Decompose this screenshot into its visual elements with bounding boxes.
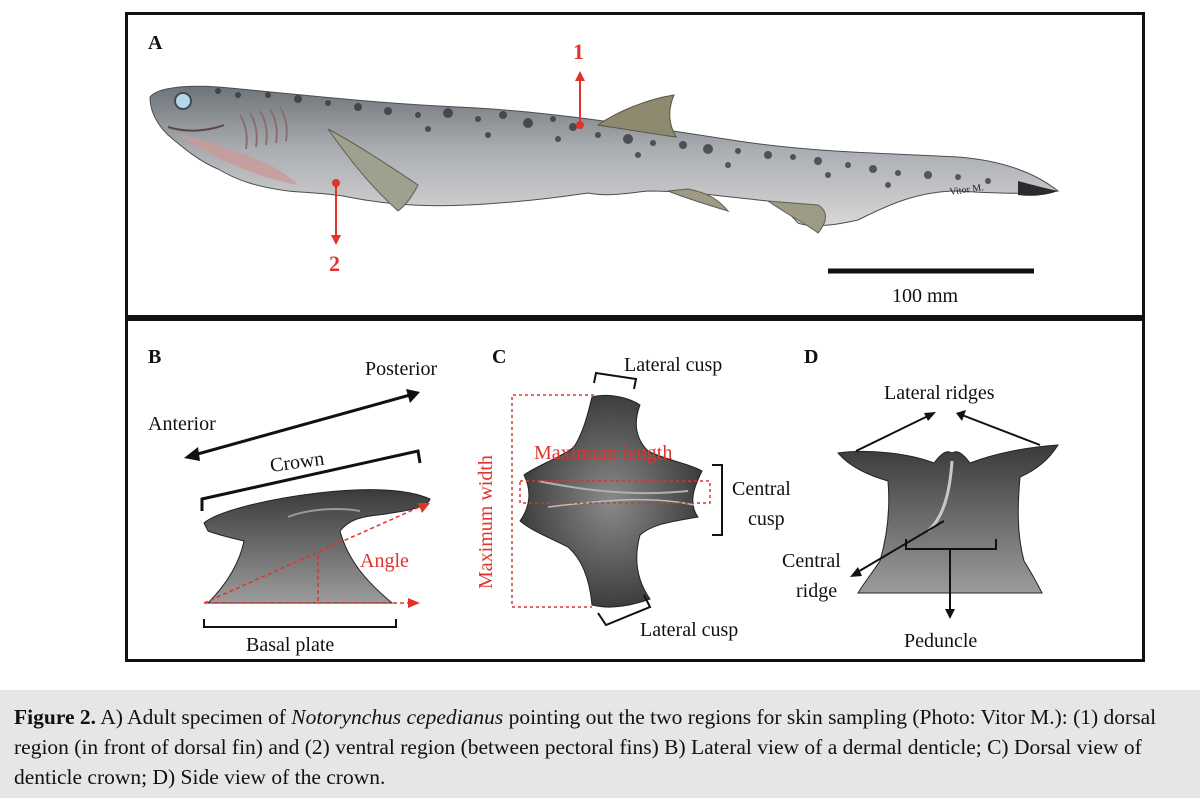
central-ridge-label-line1: Central <box>782 550 841 572</box>
posterior-label: Posterior <box>365 358 438 380</box>
scale-bar-label: 100 mm <box>892 285 959 307</box>
maximum-width-bracket <box>511 394 594 608</box>
pelvic-fin <box>667 188 730 212</box>
central-ridge-arrow <box>850 520 945 577</box>
figure-panels-bcd: B Posterior Anterior Crown Angl <box>125 318 1145 662</box>
lateral-ridges-arrows <box>855 410 1041 452</box>
gill-slits <box>239 106 288 150</box>
point-2-label: 2 <box>329 251 340 276</box>
maximum-length-box <box>519 480 711 504</box>
sampling-point-1-marker <box>575 71 585 129</box>
central-cusp-label-line1: Central <box>732 478 791 500</box>
angle-arrowhead-bottom <box>408 598 420 608</box>
denticle-illustrations: B Posterior Anterior Crown Angl <box>148 346 1059 656</box>
anterior-label: Anterior <box>148 413 216 435</box>
angle-label: Angle <box>360 550 409 572</box>
lateral-cusp-bottom-label: Lateral cusp <box>640 619 738 641</box>
maximum-width-label: Maximum width <box>475 455 497 589</box>
caption-text-2: pointing out the two regions for skin sa… <box>14 705 1157 789</box>
shark-throat <box>176 133 298 185</box>
pectoral-fin <box>327 128 419 212</box>
panel-a-letter: A <box>148 32 163 54</box>
basal-plate-bracket <box>203 619 397 628</box>
side-denticle <box>837 444 1059 594</box>
figure-label: Figure 2. <box>14 705 97 729</box>
shark-body <box>149 85 1060 227</box>
panel-c: C Lateral cusp Maximum length Maximum wi… <box>475 346 791 641</box>
tail-tip <box>1018 181 1058 196</box>
peduncle-label: Peduncle <box>904 630 977 652</box>
crown-bracket <box>200 449 422 511</box>
shark-mouth <box>167 124 225 132</box>
lateral-denticle <box>203 489 431 604</box>
sampling-point-2-marker <box>331 179 341 245</box>
peduncle-arrow <box>945 549 955 619</box>
species-name: Notorynchus cepedianus <box>291 705 504 729</box>
basal-plate-label: Basal plate <box>246 634 334 656</box>
panel-c-letter: C <box>492 346 506 368</box>
central-ridge-label-line2: ridge <box>796 580 837 602</box>
anal-fin <box>766 200 826 234</box>
figure-panel-a: A 1 2 Vitor M. 100 mm <box>125 12 1145 318</box>
direction-arrow <box>184 389 420 461</box>
caption-text-1: A) Adult specimen of <box>96 705 292 729</box>
dorsal-fin <box>596 94 677 138</box>
point-1-label: 1 <box>573 39 584 64</box>
lateral-cusp-top-label: Lateral cusp <box>624 354 722 376</box>
shark-illustration: A 1 2 Vitor M. 100 mm <box>148 32 1060 307</box>
panel-b: B Posterior Anterior Crown Angl <box>148 346 438 656</box>
angle-arrowhead-top <box>418 503 430 513</box>
panel-b-letter: B <box>148 346 161 368</box>
shark-eye <box>174 92 192 110</box>
lateral-cusp-top-bracket <box>593 371 638 390</box>
panel-d-letter: D <box>804 346 818 368</box>
figure-caption: Figure 2. A) Adult specimen of Notorynch… <box>0 690 1200 798</box>
angle-lines <box>203 504 425 604</box>
panel-d: D Lateral ridges Central ridge <box>782 346 1059 652</box>
shark-spots <box>215 88 991 188</box>
photo-credit: Vitor M. <box>949 182 985 198</box>
maximum-length-label: Maximum length <box>534 442 672 464</box>
lateral-ridges-label: Lateral ridges <box>884 382 995 404</box>
lateral-cusp-bottom-bracket <box>597 594 652 627</box>
central-cusp-label-line2: cusp <box>748 508 785 530</box>
central-cusp-bracket <box>712 464 723 536</box>
